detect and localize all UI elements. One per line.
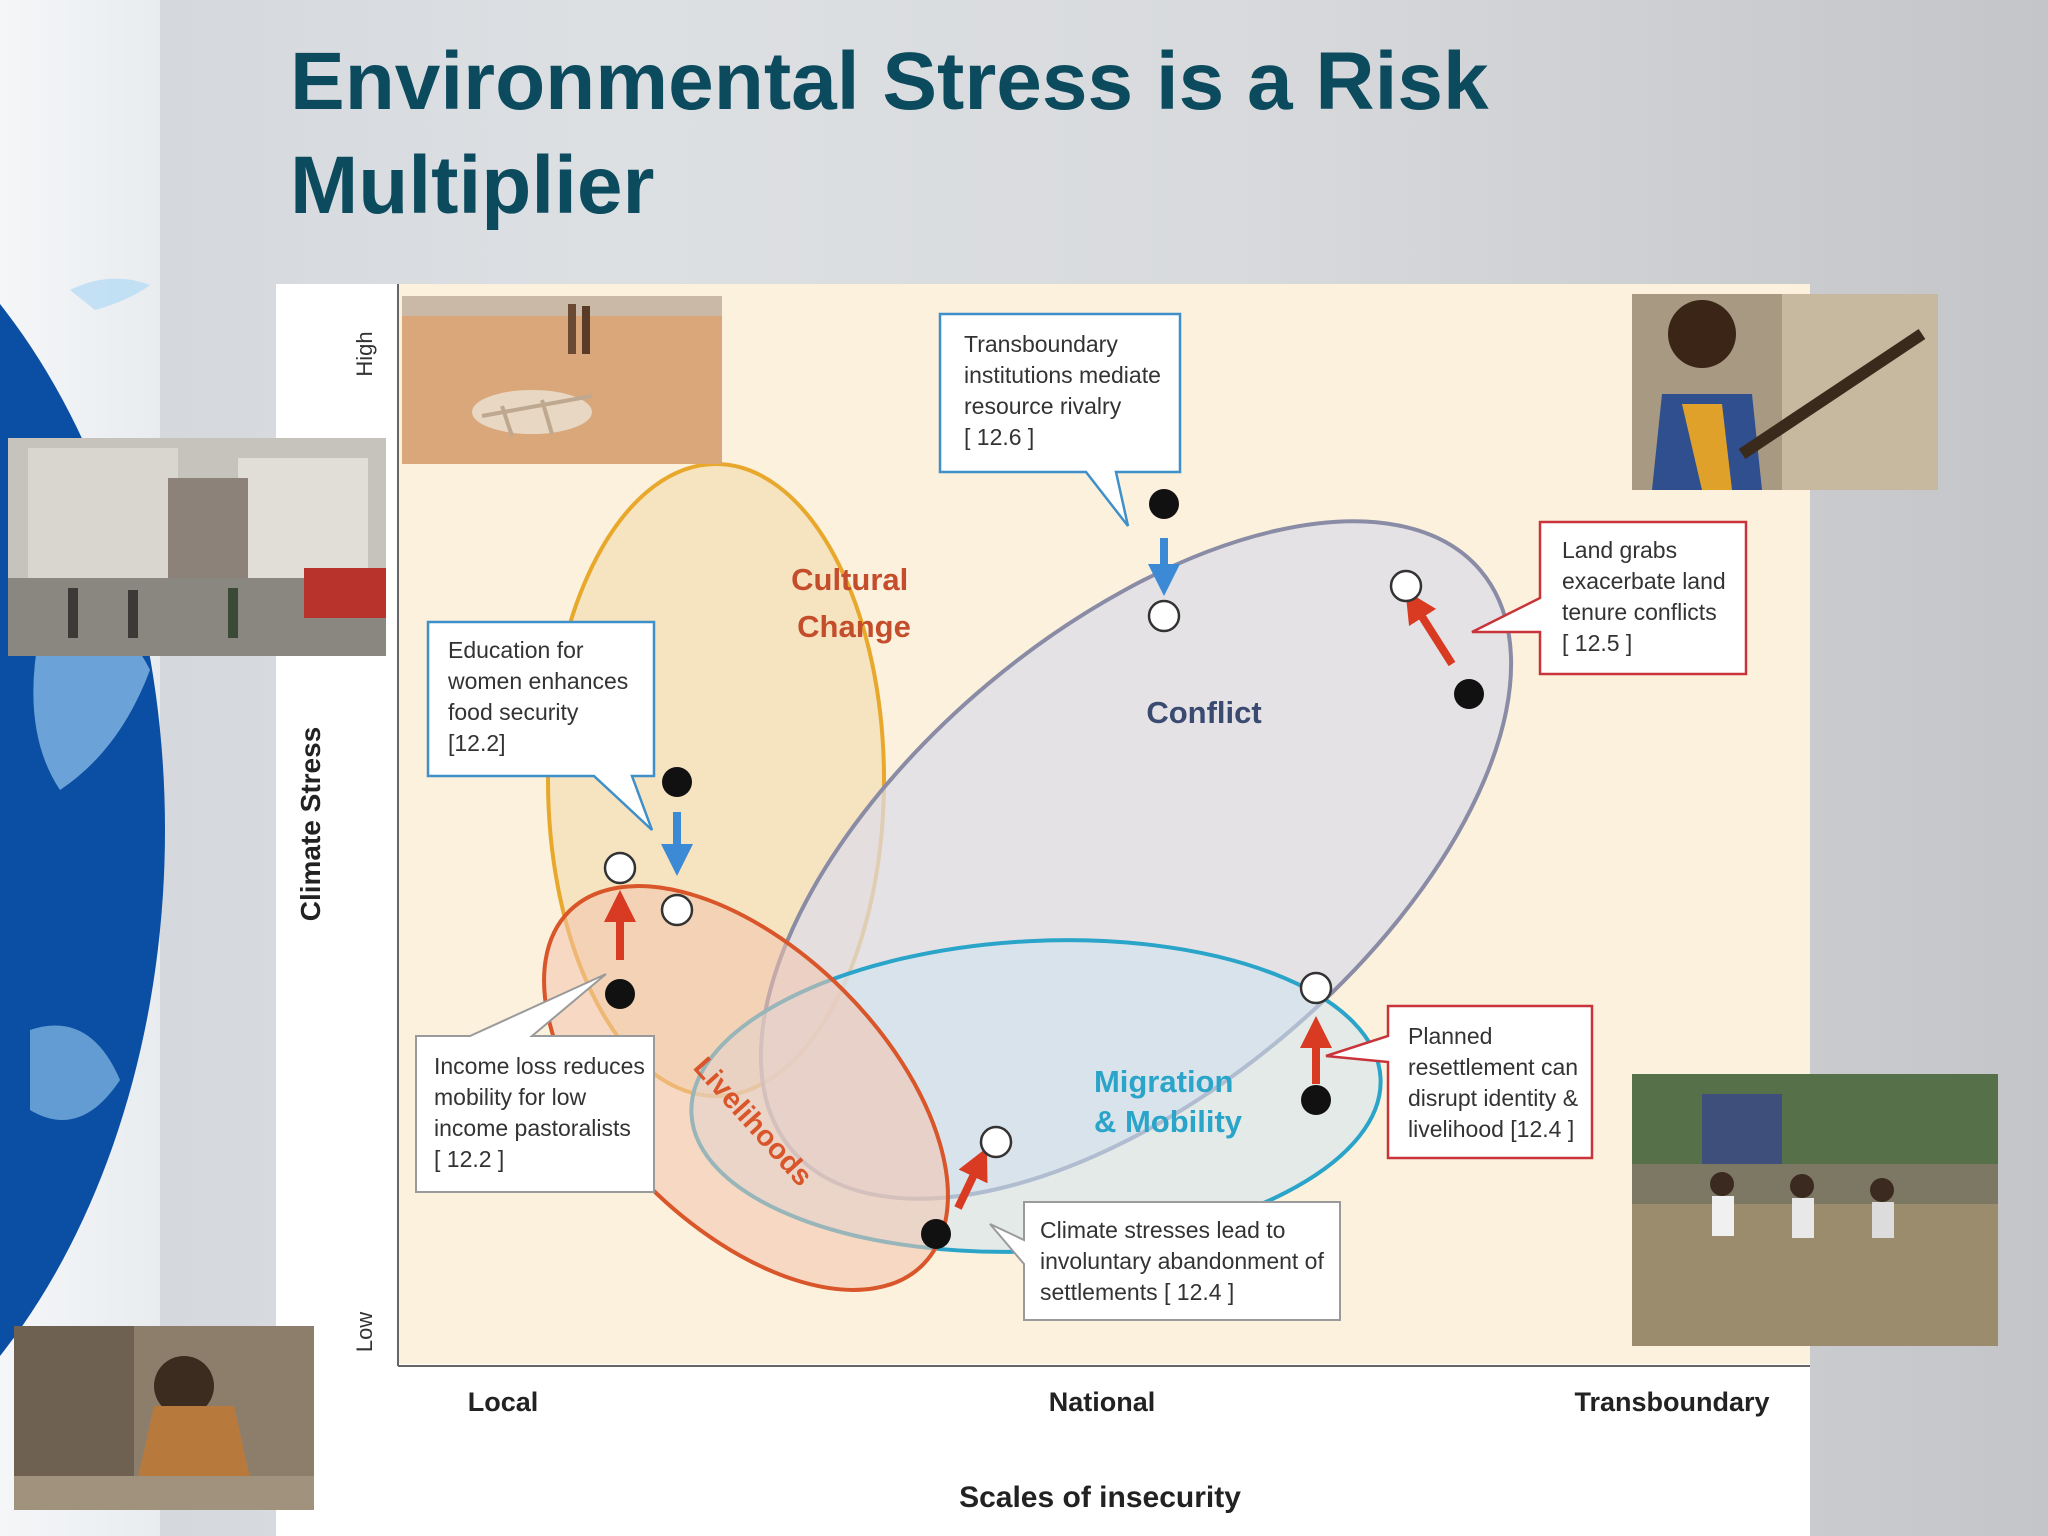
flood-photo (1632, 1074, 1998, 1346)
y-axis-low-label: Low (352, 1312, 377, 1352)
education-end-dot (660, 893, 694, 927)
svg-text:Transboundary institut: Transboundary institutions mediate resou… (964, 331, 1167, 450)
x-tick-transboundary: Transboundary (1574, 1387, 1769, 1417)
transboundary-start-dot (1149, 489, 1179, 519)
land-grabs-start-dot (1454, 679, 1484, 709)
x-tick-local: Local (468, 1387, 539, 1417)
transboundary-end-dot (1147, 599, 1181, 633)
x-tick-national: National (1049, 1387, 1156, 1417)
y-axis-high-label: High (352, 331, 377, 376)
resettlement-start-dot (1301, 1085, 1331, 1115)
income-loss-start-dot (605, 979, 635, 1009)
migration-label: Migration & Mobility (1094, 1064, 1243, 1139)
drought-photo (402, 296, 722, 464)
risk-diagram: Cultural Change Conflict Migration & Mob… (276, 284, 1998, 1536)
callout-land-grabs: Land grabs exacerbate land tenure confli… (1471, 520, 1748, 676)
climate-stresses-start-dot (921, 1219, 951, 1249)
bombed-building-photo (8, 438, 386, 656)
cultural-change-label: Cultural Change (791, 562, 917, 644)
slide-title: Environmental Stress is a Risk Multiplie… (290, 30, 1790, 238)
hungry-child-photo (14, 1326, 314, 1510)
climate-stresses-end-dot (979, 1125, 1013, 1159)
land-grabs-red-arrow (1405, 590, 1456, 667)
resettlement-end-dot (1299, 971, 1333, 1005)
land-grabs-end-dot (1389, 569, 1423, 603)
conflict-label: Conflict (1146, 695, 1261, 730)
y-axis-title: Climate Stress (295, 727, 326, 922)
svg-text:Income loss reduces mo: Income loss reduces mobility for low inc… (434, 1053, 651, 1172)
callout-income-loss: Income loss reduces mobility for low inc… (415, 973, 655, 1193)
diagram-canvas: Cultural Change Conflict Migration & Mob… (295, 284, 1810, 1514)
callout-transboundary: Transboundary institutions mediate resou… (938, 312, 1182, 527)
title-line-2: Multiplier (290, 140, 655, 231)
income-loss-end-dot (603, 851, 637, 885)
callout-climate-stresses: Climate stresses lead to involuntary aba… (989, 1201, 1341, 1321)
child-soldier-photo (1632, 294, 1938, 490)
title-line-1: Environmental Stress is a Risk (290, 36, 1489, 127)
svg-text:Climate stresses lead to: Climate stresses lead to involuntary aba… (1040, 1217, 1330, 1305)
svg-text:Planned resettlement c: Planned resettlement can disrupt identit… (1408, 1023, 1584, 1142)
callout-resettlement: Planned resettlement can disrupt identit… (1325, 1004, 1594, 1160)
globe-decoration (0, 278, 165, 1356)
climate-stresses-red-arrow (954, 1147, 988, 1210)
svg-text:Land grabs exacerbate: Land grabs exacerbate land tenure confli… (1562, 537, 1732, 656)
callout-education: Education for women enhances food securi… (426, 620, 656, 831)
education-start-dot (662, 767, 692, 797)
x-axis-title: Scales of insecurity (959, 1481, 1241, 1514)
svg-text:Education for women en: Education for women enhances food securi… (447, 637, 635, 756)
